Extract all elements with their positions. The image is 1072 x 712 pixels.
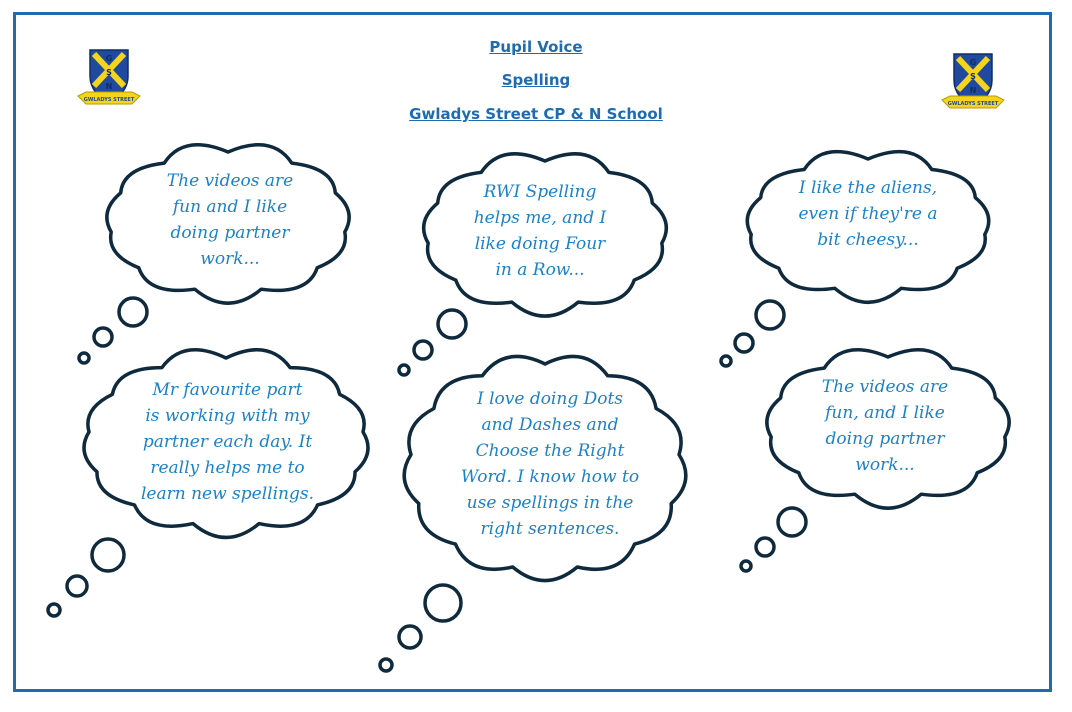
quote-line: The videos are [166,171,294,191]
thought-bubble-4-text: Mr favourite part is working with my par… [105,377,350,507]
quote-line: doing partner [825,429,945,449]
quote-line: I love doing Dots [476,389,624,409]
crest-ribbon-text: GWLADYS STREET [84,97,135,103]
page-border [13,12,1052,692]
thought-tail-circle [436,308,468,340]
thought-tail-circle [423,583,463,623]
crest-letter: S [106,68,112,77]
thought-tail-circle [397,624,423,650]
thought-bubble-4 [46,348,370,618]
thought-bubble-2-text: RWI Spelling helps me, and I like doing … [430,179,650,283]
thought-bubble-5-text: I love doing Dots and Dashes and Choose … [425,386,675,542]
cloud-outline [765,348,1011,510]
quote-line: even if they're a [798,204,938,224]
quote-line: Mr favourite part [152,380,303,400]
thought-bubble-1-text: The videos are fun and I like doing part… [120,168,340,272]
cloud-outline [421,152,669,318]
thought-bubble-6 [739,348,1011,573]
quote-line: helps me, and I [473,208,607,228]
thought-tail-circle [378,657,394,673]
quote-line: use spellings in the [466,493,634,513]
quote-line: bit cheesy... [817,230,919,250]
school-crest-logo-left: G S N GWLADYS STREET [77,49,141,105]
thought-tail-circle [77,351,91,365]
thought-bubble-3 [719,150,991,368]
quote-line: fun and I like [172,197,288,217]
thought-bubble-3-text: I like the aliens, even if they're a bit… [748,175,988,253]
thought-tail-circle [65,574,89,598]
quote-line: right sentences. [480,519,620,539]
quote-line: and Dashes and [481,415,619,435]
thought-tail-circle [117,296,149,328]
cloud-outline [105,143,351,305]
page-subtitle: Spelling [501,71,571,89]
quote-line: like doing Four [474,234,606,254]
crest-ribbon-text: GWLADYS STREET [948,101,999,107]
quote-line: work... [200,249,260,269]
thought-tail-circle [776,506,808,538]
crest-letter: N [970,86,977,95]
school-crest-logo-right: G S N GWLADYS STREET [941,53,1005,109]
thought-tail-circle [733,332,755,354]
school-name: Gwladys Street CP & N School [409,105,663,123]
quote-line: Word. I know how to [460,467,640,487]
quote-line: fun, and I like [825,403,945,423]
quote-line: learn new spellings. [140,484,314,504]
quote-line: Choose the Right [475,441,625,461]
quote-line: I like the aliens, [798,178,938,198]
quote-line: is working with my [145,406,310,426]
cloud-outline [402,354,688,583]
quote-line: in a Row... [495,260,585,280]
quote-line: work... [855,455,915,475]
thought-bubble-5 [378,354,688,673]
thought-tail-circle [754,299,786,331]
thought-tail-circle [397,363,411,377]
quote-line: doing partner [170,223,290,243]
thought-bubble-1 [77,143,351,365]
thought-tail-circle [739,559,753,573]
crest-letter: S [970,72,976,81]
quote-line: The videos are [821,377,949,397]
crest-letter: G [970,58,977,67]
thought-bubble-2 [397,152,669,377]
quote-line: partner each day. It [142,432,313,452]
thought-tail-circle [719,354,733,368]
page-title: Pupil Voice [489,38,583,56]
thought-tail-circle [90,537,126,573]
quote-line: really helps me to [150,458,305,478]
thought-tail-circle [754,536,776,558]
cloud-outline [745,150,991,304]
thought-bubble-6-text: The videos are fun, and I like doing par… [775,374,995,478]
thought-tail-circle [92,326,114,348]
crest-letter: N [106,82,113,91]
quote-line: RWI Spelling [483,182,597,202]
thought-tail-circle [46,602,62,618]
crest-letter: G [106,54,113,63]
thought-tail-circle [412,339,434,361]
cloud-outline [82,348,370,540]
